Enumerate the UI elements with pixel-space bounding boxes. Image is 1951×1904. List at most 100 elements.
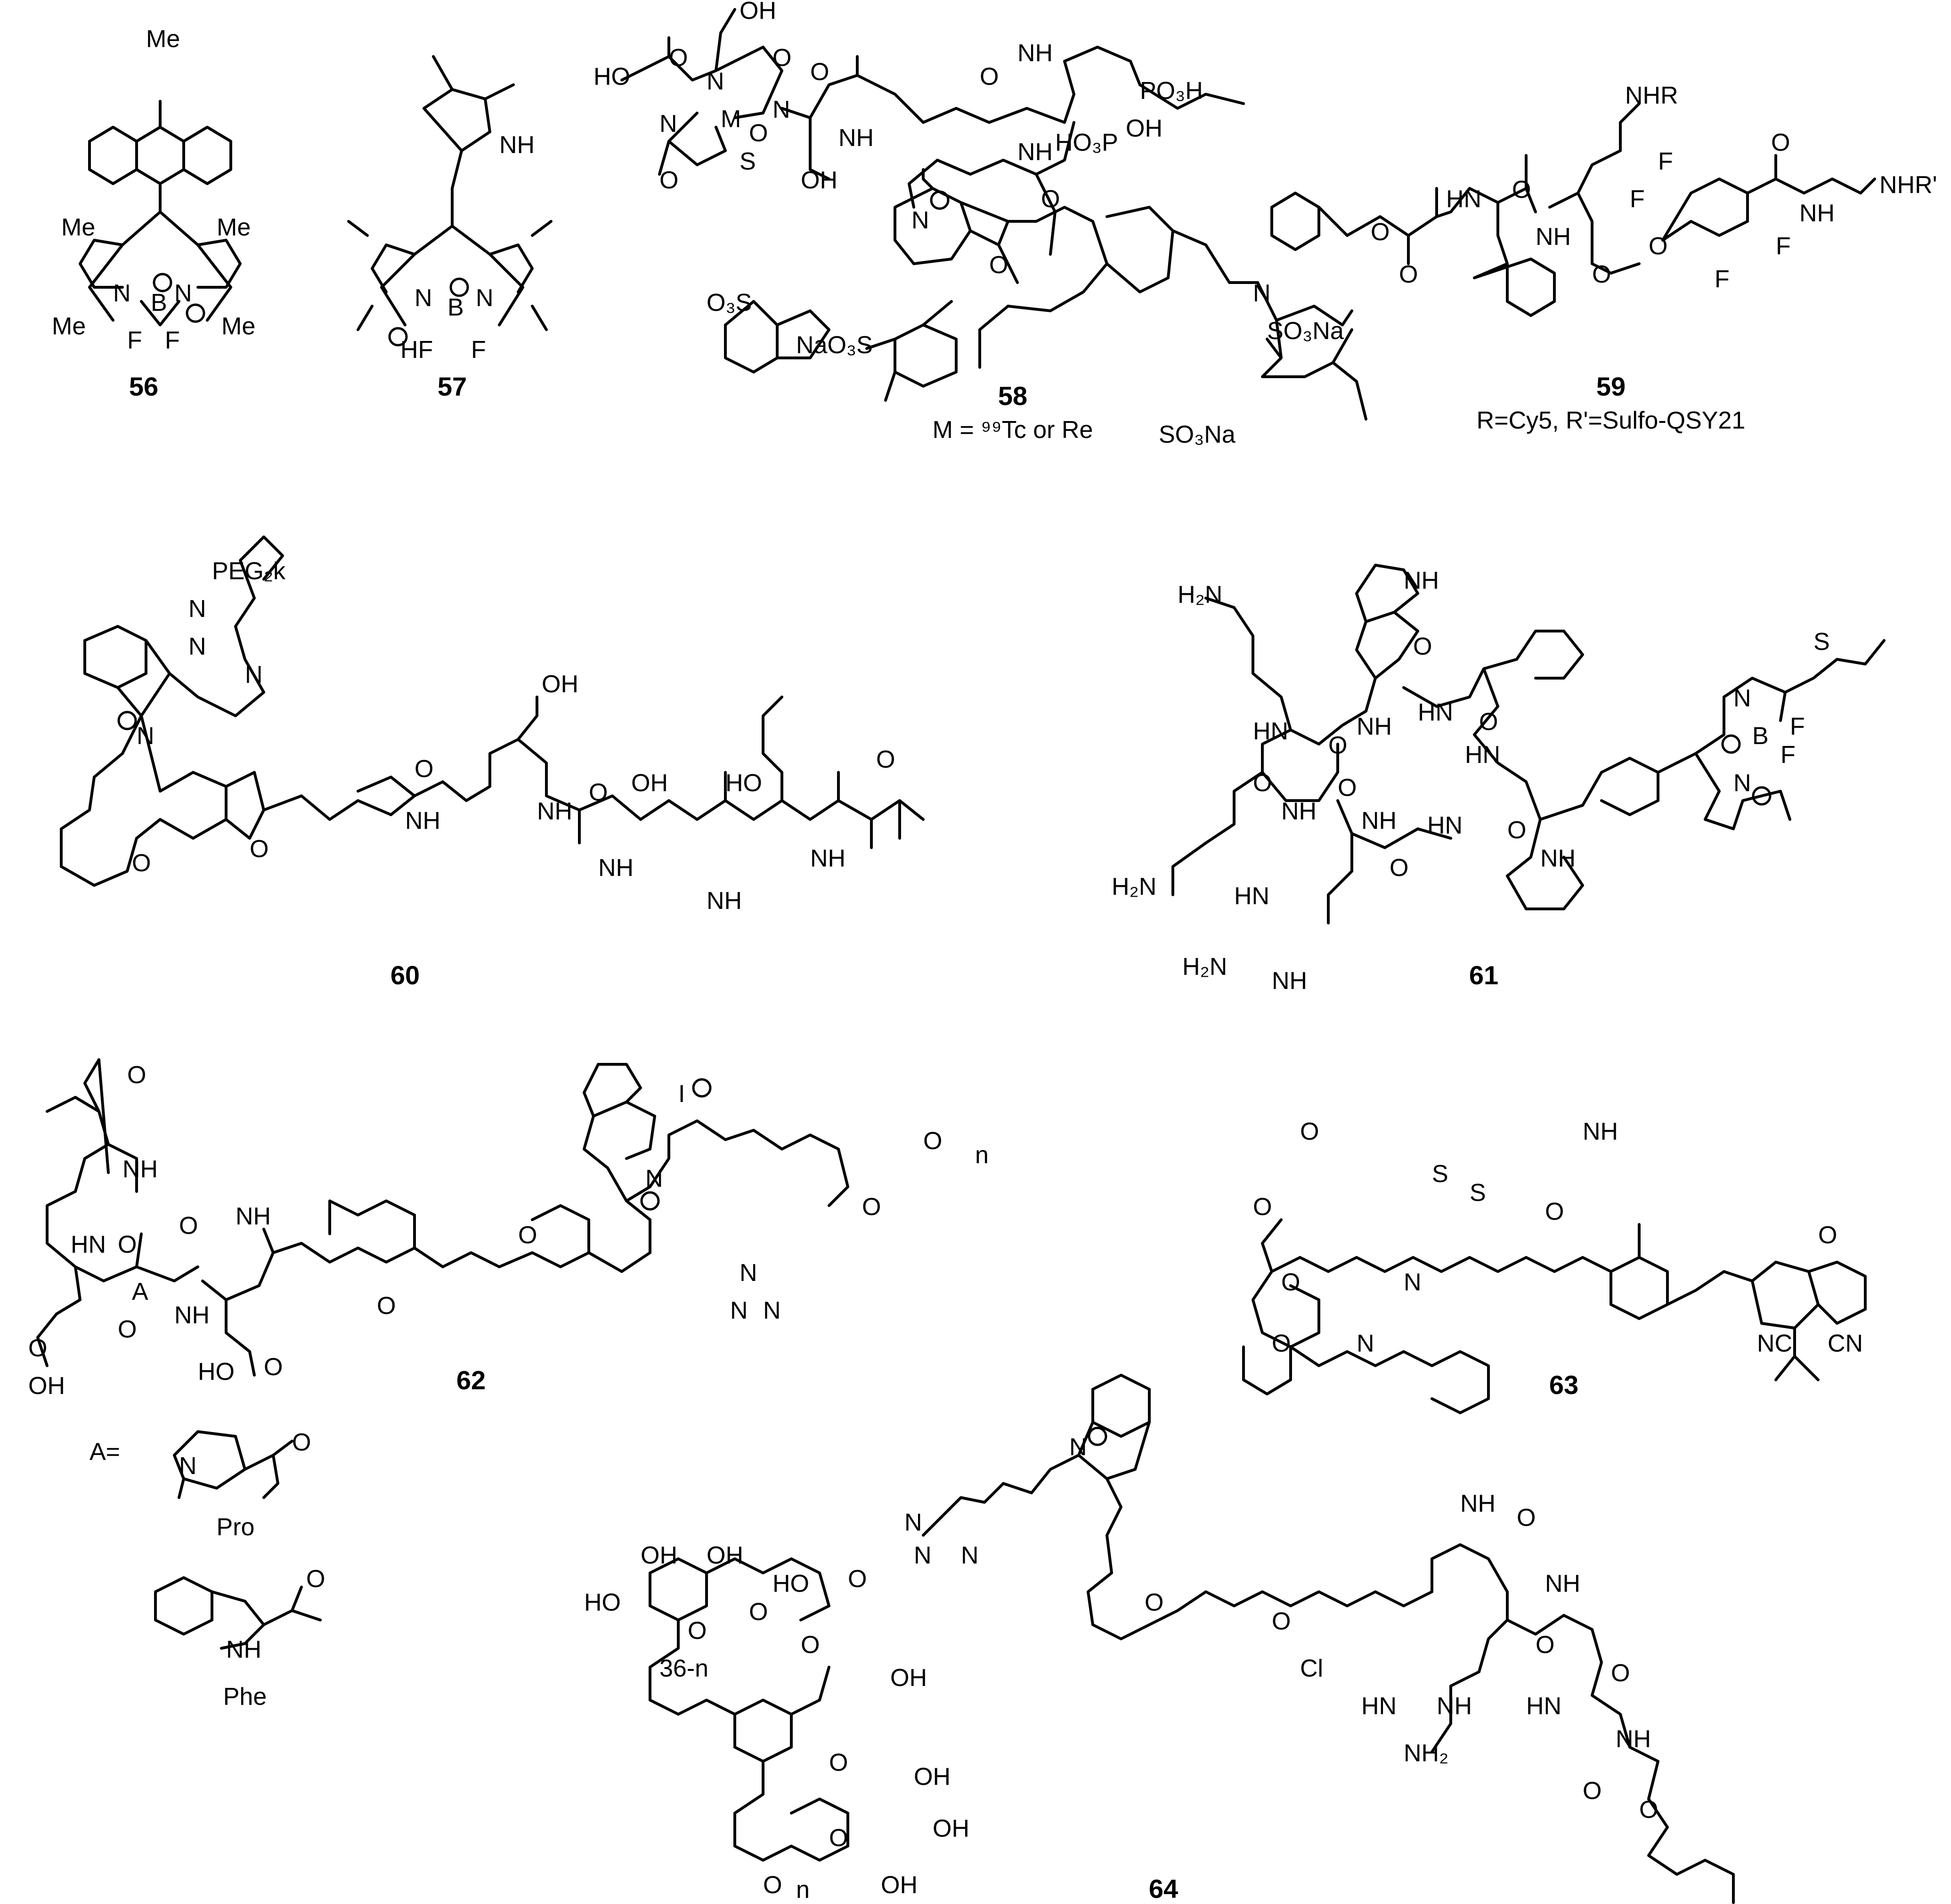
atom-o: O <box>1399 261 1418 288</box>
atom-nh: NH <box>537 798 572 825</box>
atom-b: B <box>151 289 167 316</box>
atom-hn: HN <box>71 1231 106 1258</box>
atom-nhr2: NHR' <box>1879 171 1937 199</box>
atom-o: O <box>589 779 608 806</box>
atom-o: O <box>1611 1660 1630 1687</box>
atom-hn: HN <box>1427 812 1463 839</box>
atom-o: O <box>1145 1589 1163 1616</box>
atom-o: O <box>118 1316 137 1343</box>
atom-f: F <box>1790 713 1805 740</box>
atom-n: N <box>1357 1330 1374 1357</box>
atom-a: A <box>132 1278 148 1305</box>
atom-o: O <box>306 1565 325 1593</box>
atom-ho3p: HO₃P <box>1055 129 1118 156</box>
atom-n: N <box>188 595 206 623</box>
atom-nh: NH <box>1017 40 1053 67</box>
legend-pro: Pro <box>217 1514 255 1541</box>
atom-o: O <box>659 167 678 194</box>
atom-nhr: NHR <box>1625 82 1678 109</box>
atom-ho: HO <box>584 1589 621 1616</box>
compound-number-56: 56 <box>129 372 158 401</box>
atom-o: O <box>1479 708 1498 736</box>
atom-o: O <box>127 1061 146 1089</box>
atom-hn: HN <box>1253 718 1288 745</box>
atom-o: O <box>179 1212 198 1240</box>
atom-nh2: NH₂ <box>1404 1740 1448 1767</box>
atom-n: N <box>659 110 677 138</box>
atom-o: O <box>1272 1330 1291 1357</box>
legend-phe: Phe <box>223 1683 267 1710</box>
atom-o: O <box>415 755 433 783</box>
atom-nh: NH <box>1583 1118 1618 1145</box>
atom-cn: CN <box>1828 1330 1863 1357</box>
substituent-note: R=Cy5, R'=Sulfo-QSY21 <box>1477 407 1746 434</box>
atom-o: O <box>377 1292 396 1320</box>
negative-charge-icon <box>692 1078 712 1098</box>
atom-o: O <box>1253 770 1272 797</box>
atom-oh: OH <box>707 1542 743 1569</box>
atom-n-sub: n <box>975 1142 989 1169</box>
atom-nh: NH <box>838 124 874 152</box>
atom-n: N <box>415 284 432 312</box>
atom-n: N <box>1069 1434 1087 1461</box>
atom-o: O <box>810 58 829 86</box>
compound-number-63: 63 <box>1549 1370 1578 1400</box>
atom-o: O <box>1771 129 1790 156</box>
atom-o: O <box>848 1565 867 1593</box>
atom-h2n: H₂N <box>1112 873 1156 900</box>
atom-h2n: H₂N <box>1182 953 1227 980</box>
atom-o: O <box>1328 732 1347 759</box>
atom-o: O <box>749 1598 768 1626</box>
positive-charge-icon <box>1752 786 1772 806</box>
positive-charge-icon <box>640 1191 660 1211</box>
atom-n: N <box>730 1297 748 1324</box>
negative-charge-icon <box>449 277 469 297</box>
atom-ho: HO <box>725 770 762 797</box>
atom-o3s: O₃S <box>707 289 752 316</box>
atom-h2n: H₂N <box>1178 581 1222 608</box>
atom-f: F <box>471 336 486 364</box>
atom-s: S <box>1813 628 1830 656</box>
compound-number-61: 61 <box>1469 960 1498 990</box>
atom-o: O <box>264 1353 283 1381</box>
atom-o: O <box>688 1617 707 1645</box>
atom-o: O <box>749 120 768 147</box>
compound-number-60: 60 <box>390 960 420 990</box>
atom-so3na: SO₃Na <box>1267 317 1344 345</box>
atom-o: O <box>862 1193 881 1221</box>
atom-n: N <box>914 1542 932 1569</box>
atom-n: N <box>137 722 154 750</box>
compound-number-58: 58 <box>998 381 1027 411</box>
atom-n: N <box>961 1542 979 1569</box>
atom-n: N <box>174 280 192 307</box>
atom-oh: OH <box>28 1372 65 1400</box>
atom-f: F <box>165 327 180 354</box>
atom-n: N <box>707 68 724 95</box>
atom-nh: NH <box>405 807 440 835</box>
atom-n: N <box>188 633 206 660</box>
atom-nh: NH <box>1540 845 1576 872</box>
atom-oh: OH <box>542 671 578 698</box>
atom-hn: HN <box>1234 883 1269 910</box>
atom-o: O <box>1592 261 1611 288</box>
atom-o: O <box>1517 1504 1536 1531</box>
atom-peg: PEG₂k <box>212 558 286 585</box>
atom-m: M <box>721 105 741 133</box>
compound-number-64: 64 <box>1149 1874 1178 1904</box>
substituent-legend: A= N O Pro NH O Phe <box>89 1429 325 1710</box>
atom-o: O <box>1300 1118 1319 1145</box>
atom-me: Me <box>146 25 180 53</box>
positive-charge-icon <box>186 303 205 323</box>
atom-cl: Cl <box>1300 1655 1323 1682</box>
atom-n: N <box>904 1509 922 1536</box>
atom-n: N <box>113 280 131 307</box>
atom-o: O <box>829 1824 848 1852</box>
positive-charge-icon <box>1088 1426 1107 1446</box>
atom-nh: NH <box>598 854 634 882</box>
atom-n: N <box>772 96 790 123</box>
atom-n: N <box>179 1452 197 1480</box>
compound-58: OH HO O N O N M N O S O OH NH O O NH PO₃… <box>593 0 1367 448</box>
compound-number-59: 59 <box>1596 372 1626 401</box>
atom-o: O <box>772 44 791 72</box>
atom-o: O <box>669 44 688 72</box>
